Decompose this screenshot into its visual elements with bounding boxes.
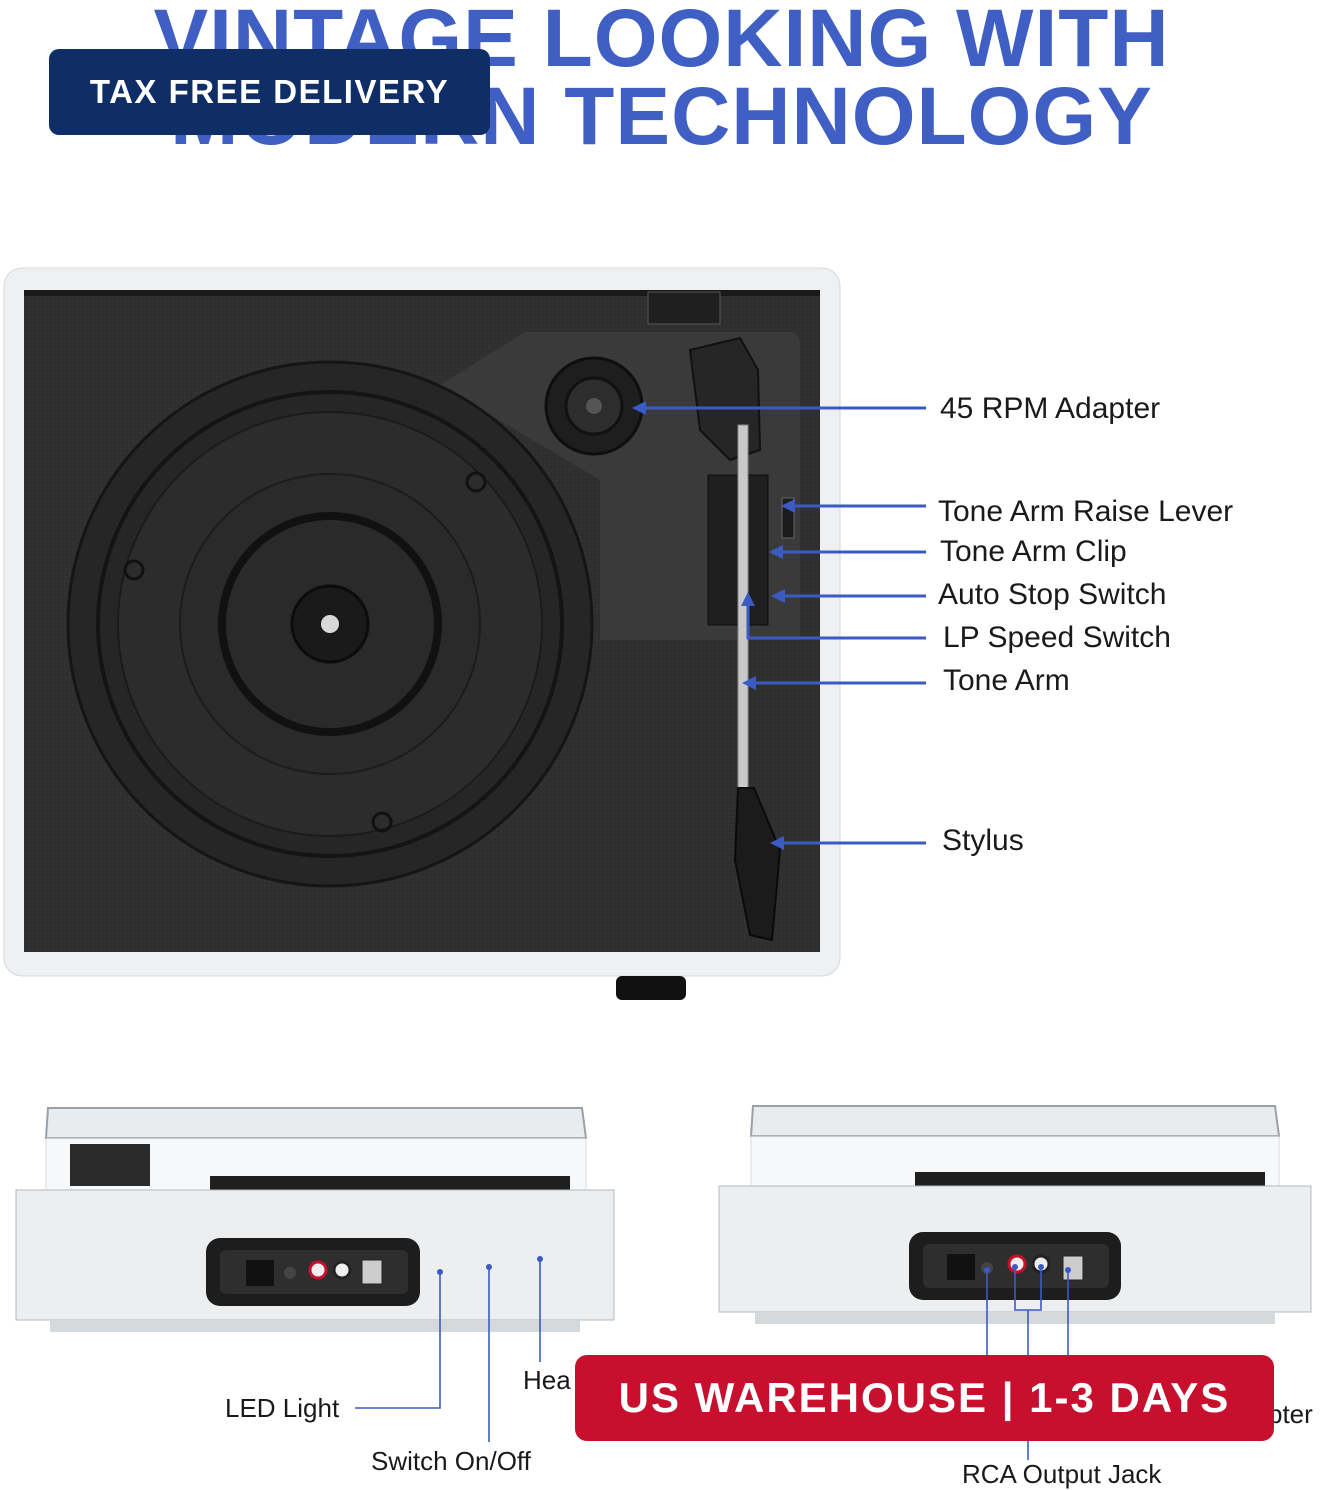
callout-adapter-partial: pter (1268, 1399, 1313, 1429)
callout-led-light: LED Light (225, 1393, 340, 1423)
callout-lp-speed-switch: LP Speed Switch (943, 621, 1171, 654)
turntable-rear-view-right (718, 1105, 1312, 1324)
callout-stylus: Stylus (942, 824, 1024, 857)
callout-switch-on-off: Switch On/Off (371, 1446, 531, 1476)
callout-auto-stop-switch: Auto Stop Switch (938, 578, 1167, 611)
tax-free-delivery-badge: TAX FREE DELIVERY (49, 49, 490, 135)
callout-45-rpm-adapter: 45 RPM Adapter (940, 392, 1161, 425)
callout-tone-arm-clip: Tone Arm Clip (940, 535, 1127, 568)
turntable-rear-view-left (15, 1107, 615, 1332)
platter (66, 360, 594, 888)
us-warehouse-badge: US WAREHOUSE | 1-3 DAYS (575, 1355, 1274, 1441)
turntable-top-view (3, 267, 841, 1000)
callout-tone-arm-raise-lever: Tone Arm Raise Lever (938, 495, 1234, 528)
callout-tone-arm: Tone Arm (943, 664, 1070, 697)
tone-arm (688, 336, 795, 942)
rpm-adapter (544, 356, 644, 456)
callout-rca-output-jack: RCA Output Jack (962, 1459, 1162, 1489)
callout-headphone-partial: Hea (523, 1365, 571, 1395)
